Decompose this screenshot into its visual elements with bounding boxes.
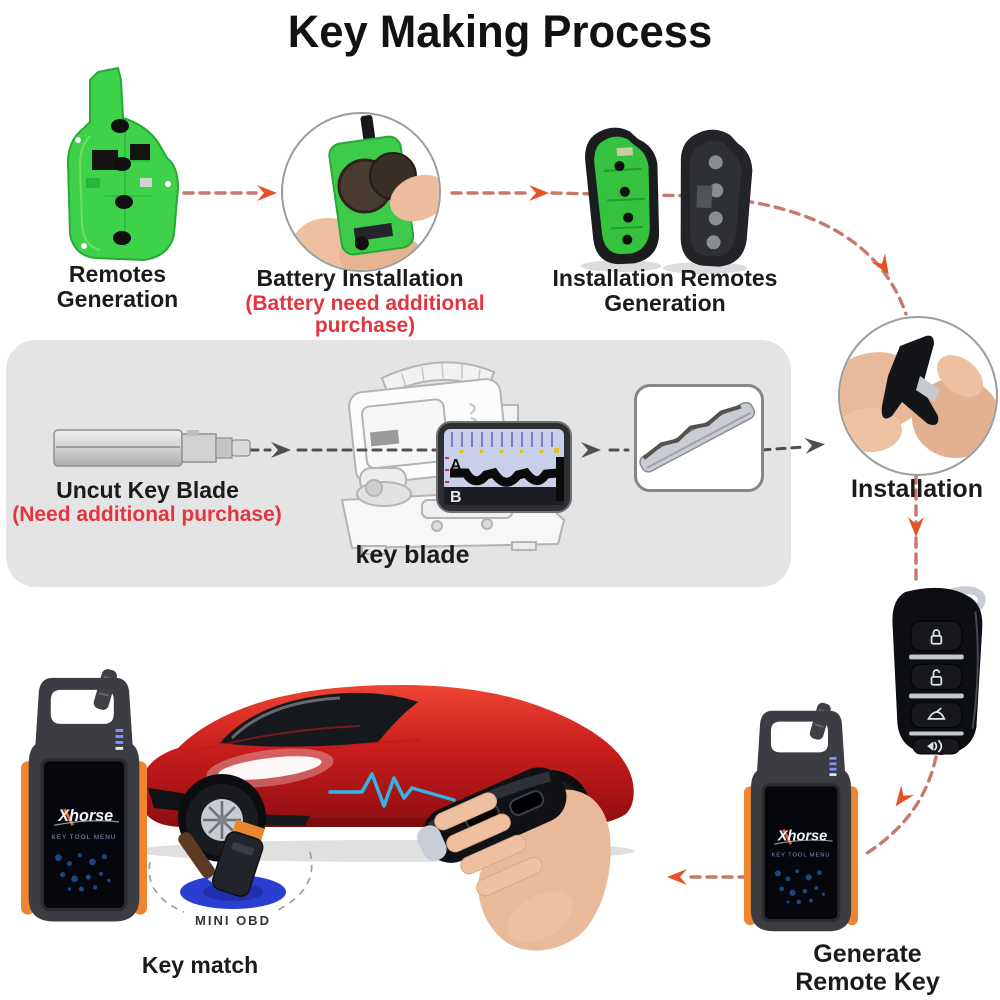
uncut-key-blade-photo (53, 429, 251, 467)
hand-with-remote-photo (417, 767, 611, 951)
car-headlight (218, 756, 322, 780)
step-label-remotes-generation: Remotes Generation (56, 261, 179, 313)
battery-purchase-note: (Battery need additional purchase) (245, 292, 485, 338)
panic-icon (927, 739, 943, 753)
flip-key-shell (881, 335, 939, 425)
fob-button-panic (912, 737, 961, 755)
pcb-remote-photo (66, 66, 180, 262)
unlock-icon (930, 669, 943, 686)
step-label-key-blade: key blade (355, 541, 470, 569)
mini-obd-group: MINI OBD (148, 819, 313, 928)
key-blade-piece (916, 376, 940, 402)
arrow-battery-to-remotes-installation (450, 185, 549, 201)
smart-remote-key (892, 586, 986, 755)
device-menu-text: KEY TOOL MENU (772, 853, 831, 859)
device-brand-logo: Xhorse (57, 807, 113, 825)
shell-with-pcb (585, 127, 660, 265)
bitting-ruler (451, 432, 553, 447)
device-menu-text: KEY TOOL MENU (51, 834, 116, 841)
fob-button-trunk (910, 701, 963, 729)
remote-button-pads (111, 119, 133, 245)
arrow-remote-key-to-device (862, 755, 938, 857)
bitting-row-a-label: A (450, 457, 462, 474)
car-windshield (220, 692, 418, 747)
key-cut-profile (450, 467, 559, 487)
arrow-remotes-to-battery (182, 185, 277, 201)
bitting-row-b-label: B (450, 489, 462, 506)
mini-obd-label: MINI OBD (195, 913, 271, 928)
key-bitting-panel: A B (436, 421, 572, 513)
arrow-device-to-key-match (667, 869, 750, 885)
device-screen (761, 783, 841, 923)
page-title: Key Making Process (287, 6, 713, 57)
blade-purchase-note: (Need additional purchase) (12, 503, 282, 526)
keytool-device-left: Xhorse KEY TOOL MENU (20, 669, 148, 922)
step-label-uncut-key-blade: Uncut Key Blade (56, 477, 239, 503)
lock-icon (930, 629, 943, 645)
step-label-key-match: Key match (141, 952, 259, 978)
shell-back-cover (680, 129, 753, 267)
step-label-installation: Installation (851, 475, 983, 503)
screen-world-map (774, 869, 825, 905)
step-label-generate-remote-key: Generate Remote Key (795, 940, 940, 996)
cut-blade-box (634, 384, 764, 492)
blade-installation-photo (838, 316, 998, 476)
battery-installation-photo (281, 112, 441, 272)
led-indicators (115, 729, 124, 750)
keytool-device-right: Xhorse KEY TOOL MENU (743, 702, 859, 932)
trunk-icon (927, 707, 946, 720)
step-label-installation-remotes: Installation Remotes Generation (552, 265, 778, 317)
led-indicators (829, 757, 837, 776)
mini-obd-dongle (211, 819, 265, 897)
remote-shells-photo (581, 127, 753, 274)
step-label-battery-installation: Battery Installation (256, 265, 464, 291)
device-screen (40, 757, 128, 912)
radio-signal-zigzag (328, 772, 456, 808)
screen-world-map (55, 852, 111, 892)
